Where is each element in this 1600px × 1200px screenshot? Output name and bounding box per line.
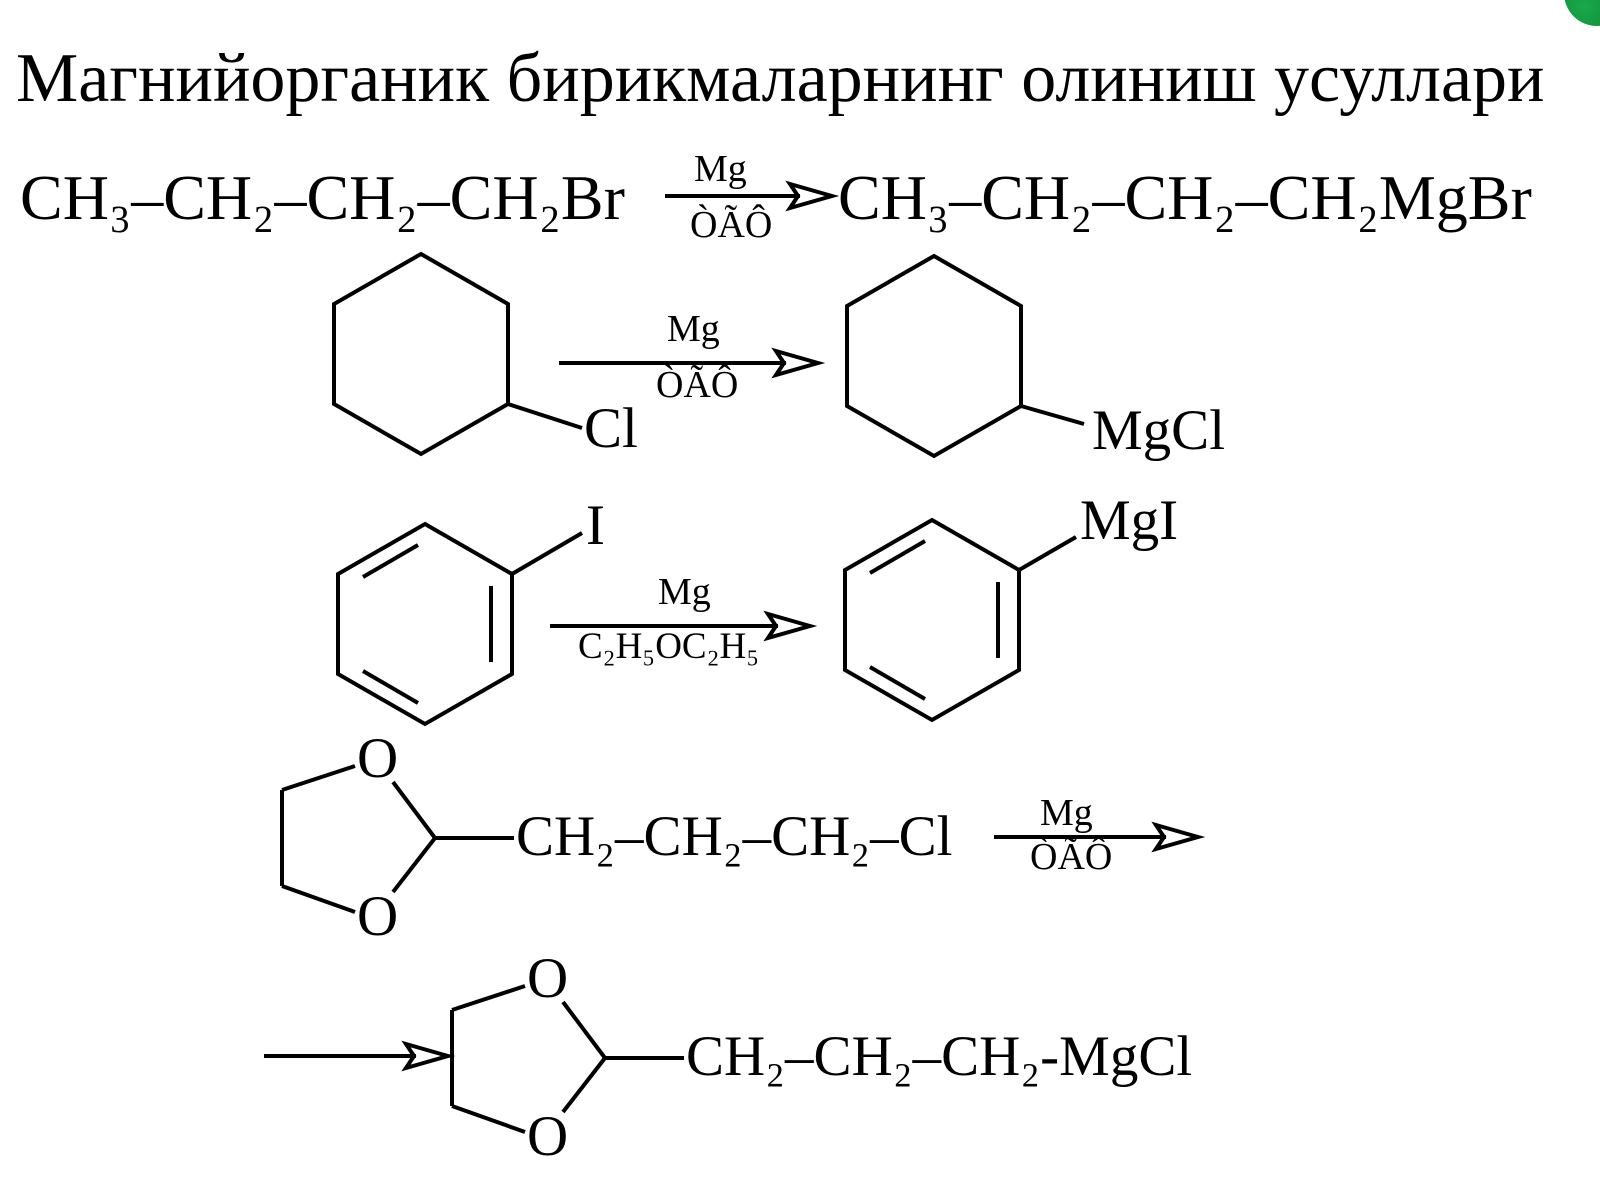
reaction3-solvent: C₂H₅OC₂H₅ xyxy=(578,626,760,667)
reaction3-iodine-label: I xyxy=(586,494,605,557)
reaction4-oxygen-bottom: O xyxy=(357,885,399,948)
reaction3-arrow xyxy=(550,610,818,642)
dioxolane-ring-reactant xyxy=(280,764,514,914)
reaction4-product-oxygen-bottom: O xyxy=(527,1105,569,1168)
reaction1-reagent: Mg xyxy=(694,148,747,190)
reaction4-oxygen-top: O xyxy=(357,727,399,790)
reaction4-arrow xyxy=(994,821,1206,853)
reaction4-product-oxygen-top: O xyxy=(527,947,569,1010)
reaction2-arrow xyxy=(559,347,826,379)
cyclohexane-ring-product xyxy=(845,253,1085,459)
reaction1-reactant: CH₃–CH₂–CH₂–CH₂Br xyxy=(20,162,625,233)
reaction4-reactant-chain: CH₂–CH₂–CH₂–Cl xyxy=(516,805,953,868)
reaction4-reagent: Mg xyxy=(1040,792,1093,834)
continuation-arrow xyxy=(264,1040,456,1072)
reaction2-chlorine-label: Cl xyxy=(584,397,638,460)
cyclohexane-ring-reactant xyxy=(332,251,583,457)
reaction4-product-chain: CH₂–CH₂–CH₂-MgCl xyxy=(686,1025,1193,1088)
benzene-ring-product xyxy=(843,517,1078,723)
dioxolane-ring-product xyxy=(450,984,684,1134)
reaction4-solvent: ÒÃÔ xyxy=(1030,836,1113,878)
reaction2-solvent: ÒÃÔ xyxy=(656,364,739,406)
reaction1-product: CH₃–CH₂–CH₂–CH₂MgBr xyxy=(838,162,1532,233)
reaction3-reagent: Mg xyxy=(658,571,711,613)
reaction2-product-label: MgCl xyxy=(1092,399,1226,462)
slide-title: Магнийорганик бирикмаларнинг олиниш усул… xyxy=(16,40,1545,117)
reaction1-solvent: ÒÃÔ xyxy=(690,204,773,246)
benzene-ring-reactant xyxy=(336,521,584,727)
reaction1-arrow xyxy=(665,180,840,212)
reaction2-reagent: Mg xyxy=(667,308,720,350)
reaction3-product-label: MgI xyxy=(1080,489,1179,552)
